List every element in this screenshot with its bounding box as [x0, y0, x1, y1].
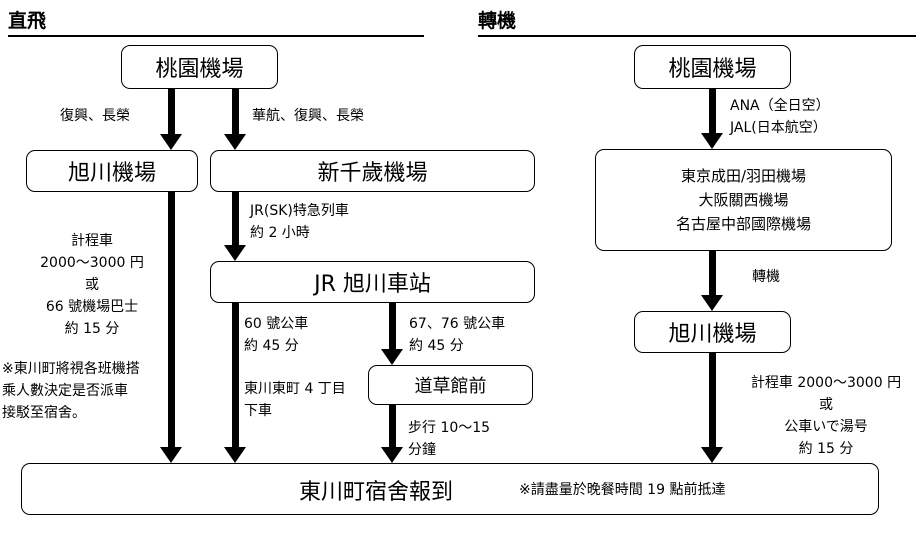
bus67-line: 67、76 號公車	[409, 316, 506, 332]
arrow-head	[381, 447, 403, 463]
label-taxi-right: 計程車 2000～3000 円 或 公車いで湯号 約 15 分	[728, 372, 924, 460]
taxi-left-line: 66 號機場巴士	[45, 299, 139, 315]
arrow-head	[224, 245, 246, 261]
arrow-shaft	[709, 353, 716, 448]
arrow-head	[701, 133, 723, 149]
arrow-shaft	[389, 303, 396, 350]
arrow-head	[381, 349, 403, 365]
arrival-note: ※請盡量於晚餐時間 19 點前抵達	[519, 482, 726, 498]
taxi-left-line: 或	[85, 277, 99, 293]
destination-label: 東川町宿舍報到	[299, 480, 454, 505]
arrow-head	[701, 447, 723, 463]
taxi-left-line: 計程車	[71, 233, 113, 249]
walk-line: 分鐘	[408, 442, 436, 458]
header-direct-rule	[8, 35, 424, 37]
label-note-left: ※東川町將視各班機搭 乘人數決定是否派車 接駁至宿舍。	[2, 358, 140, 424]
taxi-left-line: 約 15 分	[64, 321, 120, 337]
arrow-shaft	[709, 89, 716, 134]
taxi-right-line: 約 15 分	[798, 441, 854, 457]
box-destination: 東川町宿舍報到 ※請盡量於晚餐時間 19 點前抵達	[21, 463, 879, 515]
label-airlines-direct-2: 華航、復興、長榮	[252, 108, 364, 124]
bus60-line: 60 號公車	[244, 316, 309, 332]
label-bus67: 67、76 號公車 約 45 分	[409, 313, 505, 357]
box-new-chitose: 新千歲機場	[210, 150, 535, 192]
hub-nagoya: 名古屋中部國際機場	[675, 215, 811, 233]
header-direct: 直飛	[8, 10, 47, 32]
taxi-right-line: 或	[819, 397, 833, 413]
box-taoyuan-left: 桃園機場	[121, 45, 278, 89]
arrow-head	[160, 134, 182, 150]
label-bus60: 60 號公車 約 45 分	[244, 313, 308, 357]
arrow-shaft	[232, 192, 239, 246]
label-walk: 步行 10～15 分鐘	[408, 417, 490, 461]
hub-osaka: 大阪關西機場	[698, 191, 789, 209]
box-dosokan: 道草館前	[368, 365, 533, 405]
arrow-head	[224, 134, 246, 150]
arrow-shaft	[232, 303, 239, 448]
label-taxi-left: 計程車 2000～3000 円 或 66 號機場巴士 約 15 分	[22, 230, 162, 340]
note-left-line: 乘人數決定是否派車	[2, 383, 128, 399]
box-taoyuan-right: 桃園機場	[634, 45, 791, 89]
label-airlines-direct-1: 復興、長榮	[60, 108, 130, 124]
arrow-shaft	[232, 89, 239, 135]
taxi-left-line: 2000～3000 円	[40, 255, 144, 271]
box-jr-asahikawa: JR 旭川車站	[210, 261, 535, 303]
header-transfer: 轉機	[478, 10, 517, 32]
arrow-shaft	[709, 251, 716, 296]
hub-tokyo: 東京成田/羽田機場	[680, 167, 807, 185]
airline-ana: ANA（全日空）	[730, 98, 830, 114]
box-asahikawa-right: 旭川機場	[634, 311, 791, 353]
taxi-right-line: 公車いで湯号	[784, 419, 868, 435]
arrow-head	[701, 295, 723, 311]
label-airlines-transfer: ANA（全日空） JAL(日本航空）	[730, 95, 830, 139]
airline-jal: JAL(日本航空）	[730, 120, 827, 136]
arrow-shaft	[168, 89, 175, 135]
arrow-head	[224, 447, 246, 463]
bus67-time: 約 45 分	[409, 338, 464, 354]
note-left-line: 接駁至宿舍。	[2, 405, 86, 421]
taxi-right-line: 計程車 2000～3000 円	[750, 375, 902, 391]
note-left-line: ※東川町將視各班機搭	[2, 361, 140, 377]
jr-express-line: JR(SK)特急列車	[250, 203, 349, 219]
label-higashikawa-stop: 東川東町 4 丁目 下車	[244, 378, 346, 422]
arrow-shaft	[389, 405, 396, 448]
stop-line: 下車	[244, 403, 272, 419]
label-jr-express: JR(SK)特急列車 約 2 小時	[250, 200, 349, 244]
bus60-time: 約 45 分	[244, 338, 299, 354]
box-japan-hubs: 東京成田/羽田機場 大阪關西機場 名古屋中部國際機場	[595, 149, 892, 251]
label-transfer-word: 轉機	[752, 269, 780, 285]
jr-express-time: 約 2 小時	[250, 225, 310, 241]
header-transfer-rule	[478, 35, 916, 37]
walk-line: 步行 10～15	[408, 420, 491, 436]
arrow-shaft	[168, 192, 175, 448]
stop-line: 東川東町 4 丁目	[244, 381, 346, 397]
box-asahikawa-left: 旭川機場	[26, 150, 198, 192]
arrow-head	[160, 447, 182, 463]
